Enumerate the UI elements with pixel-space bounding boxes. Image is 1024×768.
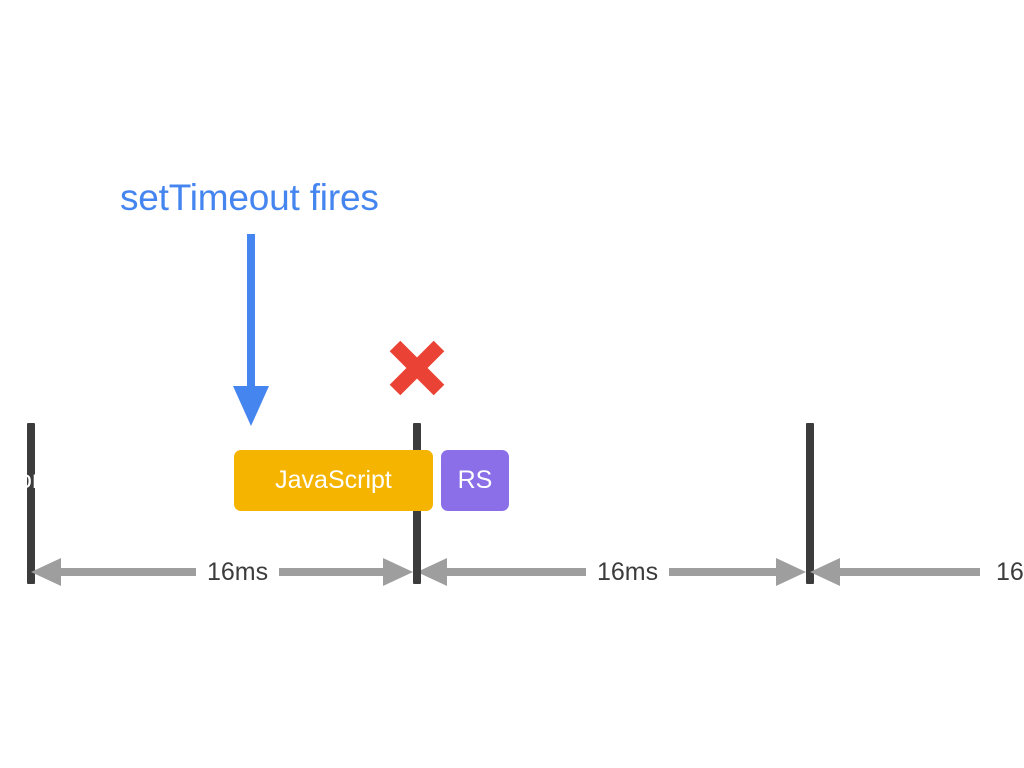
frame-boundary-tick-0 <box>27 423 35 584</box>
red-x-icon <box>386 337 448 399</box>
block-javascript[interactable]: JavaScript <box>234 450 433 511</box>
interval-label-2: 16 <box>985 556 1024 588</box>
settimeout-annotation-label: setTimeout fires <box>120 177 379 218</box>
down-arrow-icon <box>228 234 274 430</box>
block-rs[interactable]: RS <box>441 450 509 511</box>
block-composite[interactable]: Composite <box>0 466 120 494</box>
interval-label-1: 16ms <box>586 556 670 588</box>
interval-label-0: 16ms <box>196 556 280 588</box>
frame-boundary-tick-2 <box>806 423 814 584</box>
interval-arrow-2 <box>810 556 1024 588</box>
